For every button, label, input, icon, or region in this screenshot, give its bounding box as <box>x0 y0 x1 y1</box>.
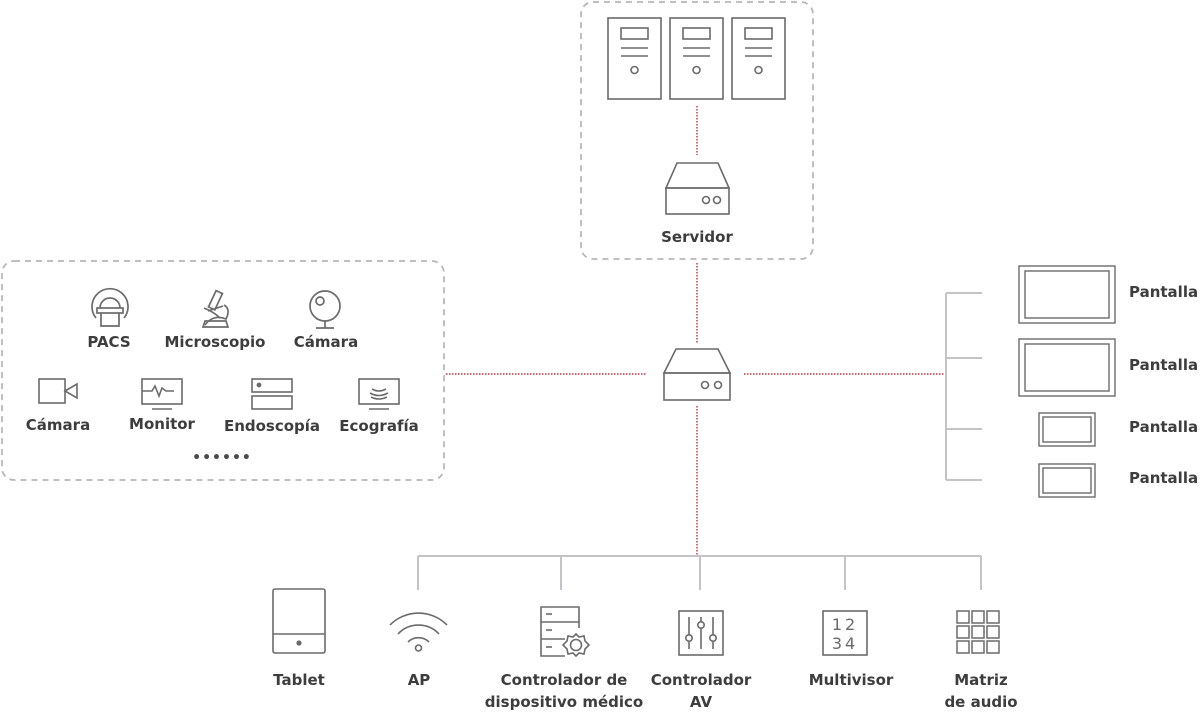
multiviewer-icon: 12 34 <box>822 610 868 656</box>
display-branch-lines <box>945 292 982 481</box>
server-group-box <box>580 1 814 260</box>
endpoint-branch-lines <box>417 555 982 590</box>
endpoint-label-av-controller-line2: AV <box>689 693 713 711</box>
display-small-icon <box>1038 412 1096 447</box>
wifi-icon <box>389 612 448 652</box>
source-label-ultrasound: Ecografía <box>339 417 419 435</box>
display-small-icon <box>1038 463 1096 498</box>
source-label-endoscopy: Endoscopía <box>223 417 321 435</box>
endpoint-label-audio-matrix-line1: Matriz <box>954 671 1008 689</box>
server-label: Servidor <box>661 228 733 246</box>
more-sources-ellipsis: •••••• <box>192 450 252 466</box>
endpoint-label-audio-matrix: Matriz de audio <box>944 669 1017 713</box>
source-label-pacs: PACS <box>87 333 131 351</box>
endpoint-label-device-controller-line2: dispositivo médico <box>484 693 644 711</box>
storage-server-icon <box>664 162 731 215</box>
endpoint-label-audio-matrix-line2: de audio <box>944 693 1018 711</box>
source-label-microscope: Microscopio <box>164 333 266 351</box>
video-camera-icon <box>38 378 78 404</box>
display-label-2: Pantalla <box>1129 356 1199 374</box>
display-label-3: Pantalla <box>1129 418 1199 436</box>
endpoint-label-device-controller-line1: Controlador de <box>500 671 628 689</box>
tablet-icon <box>272 588 326 654</box>
display-label-4: Pantalla <box>1129 469 1199 487</box>
endpoint-label-multiviewer: Multivisor <box>808 671 894 689</box>
audio-matrix-icon <box>956 610 1000 654</box>
source-group-box <box>1 260 445 481</box>
multiviewer-digits-bottom: 34 <box>832 634 858 653</box>
av-mixer-icon <box>678 610 724 656</box>
core-switch-icon <box>662 348 732 401</box>
webcam-icon <box>309 290 341 329</box>
source-label-webcam: Cámara <box>293 333 359 351</box>
server-tower-icon <box>607 17 662 100</box>
display-large-icon <box>1018 265 1116 324</box>
display-large-icon <box>1018 338 1116 397</box>
server-tower-icon <box>669 17 724 100</box>
display-label-1: Pantalla <box>1129 283 1199 301</box>
red-connectors <box>446 106 946 556</box>
source-label-video-camera: Cámara <box>25 416 91 434</box>
endpoint-label-device-controller: Controlador de dispositivo médico <box>485 669 643 713</box>
patient-monitor-icon <box>141 378 183 410</box>
endpoint-label-av-controller-line1: Controlador <box>650 671 752 689</box>
pacs-scanner-icon <box>91 287 129 327</box>
endpoint-label-ap: AP <box>407 671 431 689</box>
server-tower-icon <box>731 17 786 100</box>
source-label-monitor: Monitor <box>129 415 195 433</box>
ultrasound-icon <box>358 378 400 410</box>
endpoint-label-av-controller: Controlador AV <box>651 669 752 713</box>
multiviewer-digits-top: 12 <box>832 615 858 634</box>
endpoint-label-tablet: Tablet <box>273 671 325 689</box>
microscope-icon <box>201 289 230 328</box>
device-controller-icon <box>540 606 591 658</box>
endoscopy-unit-icon <box>251 378 293 410</box>
